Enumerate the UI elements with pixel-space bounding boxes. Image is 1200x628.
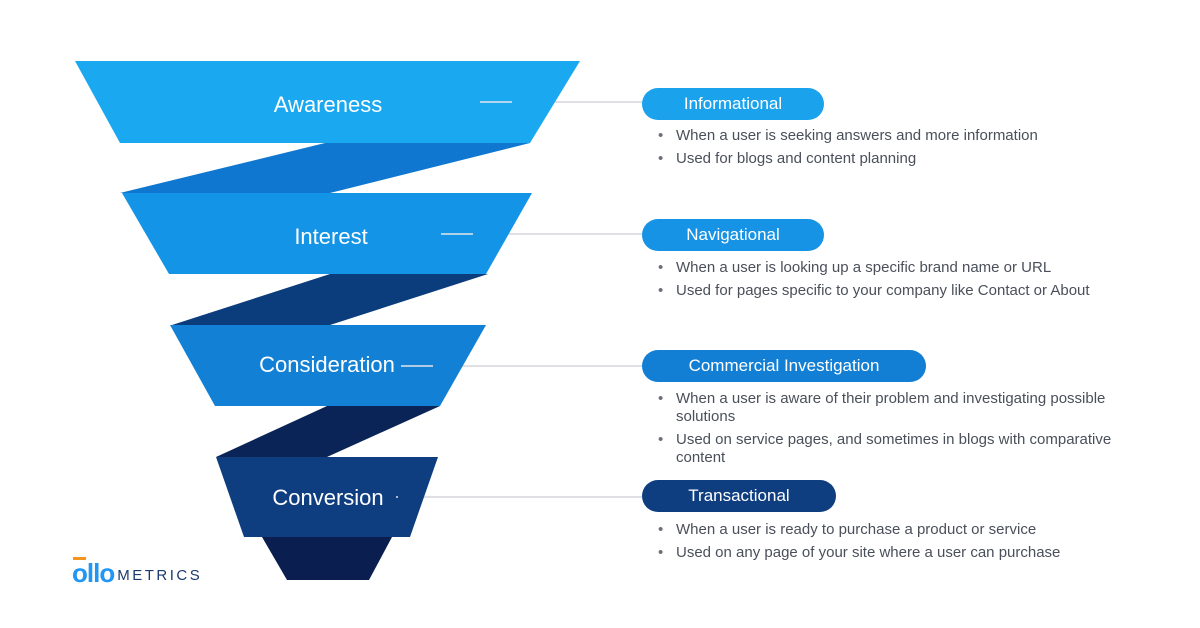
bullet-item: When a user is seeking answers and more …	[656, 127, 1176, 145]
bullet-item: Used for pages specific to your company …	[656, 282, 1186, 300]
bullet-item: When a user is looking up a specific bra…	[656, 259, 1186, 277]
funnel-stage-interest	[122, 193, 532, 274]
bullet-item: Used on service pages, and sometimes in …	[656, 431, 1116, 467]
funnel-connector	[216, 406, 440, 457]
funnel-stage-conversion	[216, 457, 438, 537]
funnel-connector	[172, 274, 488, 325]
funnel-tip	[262, 537, 392, 580]
logo-mark: ollo	[72, 557, 115, 588]
intent-pill-commercial-investigation: Commercial Investigation	[642, 350, 926, 382]
funnel-stage-label-conversion: Conversion	[272, 485, 383, 510]
intent-bullets-navigational: When a user is looking up a specific bra…	[656, 259, 1186, 305]
funnel-stage-consideration	[170, 325, 486, 406]
logo-wordmark: METRICS	[117, 567, 203, 584]
intent-pill-informational: Informational	[642, 88, 824, 120]
funnel-stage-label-consideration: Consideration	[259, 352, 395, 377]
bullet-item: When a user is aware of their problem an…	[656, 390, 1116, 426]
funnel-connectors	[120, 143, 530, 457]
intent-bullets-informational: When a user is seeking answers and more …	[656, 127, 1176, 173]
intent-bullets-commercial-investigation: When a user is aware of their problem an…	[656, 390, 1116, 472]
bullet-item: Used on any page of your site where a us…	[656, 544, 1176, 562]
funnel-stage-label-awareness: Awareness	[274, 92, 382, 117]
intent-pill-navigational: Navigational	[642, 219, 824, 251]
funnel-connector	[120, 143, 530, 193]
bullet-item: Used for blogs and content planning	[656, 150, 1176, 168]
funnel-stage-awareness	[75, 61, 580, 143]
intent-bullets-transactional: When a user is ready to purchase a produ…	[656, 521, 1176, 567]
bullet-item: When a user is ready to purchase a produ…	[656, 521, 1176, 539]
ollo-metrics-logo: ollo METRICS	[72, 557, 203, 588]
funnel-stage-label-interest: Interest	[294, 224, 367, 249]
intent-pill-transactional: Transactional	[642, 480, 836, 512]
